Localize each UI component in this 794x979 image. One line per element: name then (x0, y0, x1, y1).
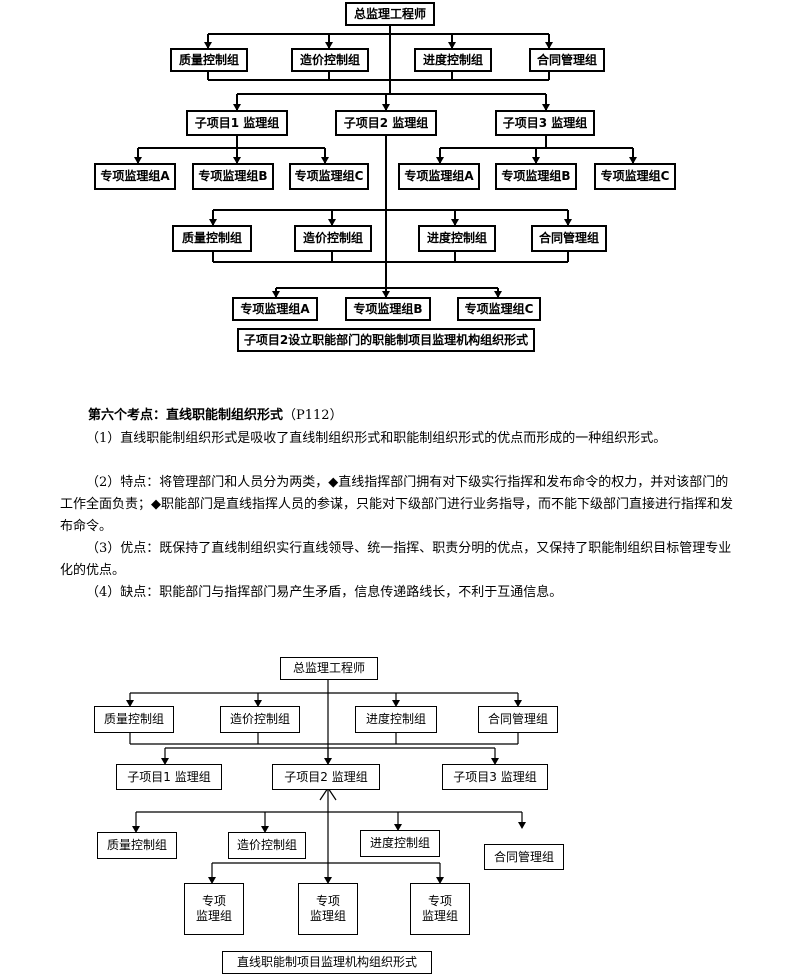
d1-sub2-special-b: 专项监理组B (345, 297, 431, 321)
d2-special-3: 专项 监理组 (410, 883, 470, 935)
d1-top-box: 总监理工程师 (345, 2, 435, 26)
d1-sub2-dept-schedule: 进度控制组 (418, 225, 496, 252)
paragraph-3: （3）优点：既保持了直线制组织实行直线领导、统一指挥、职责分明的优点，又保持了职… (60, 541, 732, 578)
d1-sub1-special-a: 专项监理组A (94, 163, 176, 190)
d1-sub3-special-b: 专项监理组B (495, 163, 577, 190)
d1-subproject-1: 子项目1 监理组 (186, 110, 288, 136)
d2-special-2: 专项 监理组 (298, 883, 358, 935)
d1-sub3-special-c: 专项监理组C (594, 163, 676, 190)
d2-special-3-line2: 监理组 (421, 909, 458, 923)
d1-sub2-dept-contract: 合同管理组 (531, 225, 607, 252)
d1-sub3-special-a: 专项监理组A (398, 163, 480, 190)
d2-caption: 直线职能制项目监理机构组织形式 (222, 951, 432, 974)
d1-dept-quality: 质量控制组 (170, 48, 248, 72)
d2-dept-cost: 造价控制组 (220, 706, 300, 733)
d2-subproject-1: 子项目1 监理组 (116, 764, 222, 790)
paragraph-2: （2）特点：将管理部门和人员分为两类，◆直线指挥部门拥有对下级实行指挥和发布命令… (60, 475, 733, 534)
d1-subproject-2: 子项目2 监理组 (335, 110, 437, 136)
section-heading-text: 第六个考点：直线职能制组织形式 (88, 408, 284, 423)
d1-dept-schedule: 进度控制组 (414, 48, 492, 72)
d2-special-2-line2: 监理组 (309, 909, 346, 923)
d2-subproject-3: 子项目3 监理组 (442, 764, 548, 790)
section-heading-ref: （P112） (283, 408, 343, 423)
d1-dept-cost: 造价控制组 (291, 48, 369, 72)
d1-sub2-special-a: 专项监理组A (232, 297, 318, 321)
paragraph-4: （4）缺点：职能部门与指挥部门易产生矛盾，信息传递路线长，不利于互通信息。 (86, 585, 563, 600)
d2-sub2-dept-cost: 造价控制组 (228, 832, 306, 859)
d2-dept-schedule: 进度控制组 (355, 706, 437, 733)
d2-top-box: 总监理工程师 (280, 657, 378, 680)
d2-special-1-line1: 专项 (201, 894, 226, 908)
d1-sub2-dept-cost: 造价控制组 (294, 225, 372, 252)
d2-sub2-dept-contract: 合同管理组 (484, 844, 564, 870)
d1-sub2-special-c: 专项监理组C (457, 297, 541, 321)
d2-special-3-line1: 专项 (427, 894, 452, 908)
d1-caption: 子项目2设立职能部门的职能制项目监理机构组织形式 (237, 328, 535, 352)
d2-subproject-2: 子项目2 监理组 (272, 764, 380, 790)
d2-sub2-dept-schedule: 进度控制组 (360, 830, 440, 857)
d2-dept-quality: 质量控制组 (94, 706, 174, 733)
d2-dept-contract: 合同管理组 (478, 706, 558, 733)
d2-sub2-dept-quality: 质量控制组 (97, 832, 177, 859)
d1-sub1-special-b: 专项监理组B (192, 163, 274, 190)
d1-sub1-special-c: 专项监理组C (289, 163, 369, 190)
section-heading: 第六个考点：直线职能制组织形式（P112） (88, 404, 343, 423)
d2-special-1-line2: 监理组 (195, 909, 232, 923)
paragraph-1: （1）直线职能制组织形式是吸收了直线制组织形式和职能制组织形式的优点而形成的一种… (86, 431, 667, 446)
d1-sub2-dept-quality: 质量控制组 (172, 225, 252, 252)
d1-subproject-3: 子项目3 监理组 (495, 110, 595, 136)
d2-special-1: 专项 监理组 (184, 883, 244, 935)
d1-dept-contract: 合同管理组 (529, 48, 605, 72)
d2-special-2-line1: 专项 (315, 894, 340, 908)
